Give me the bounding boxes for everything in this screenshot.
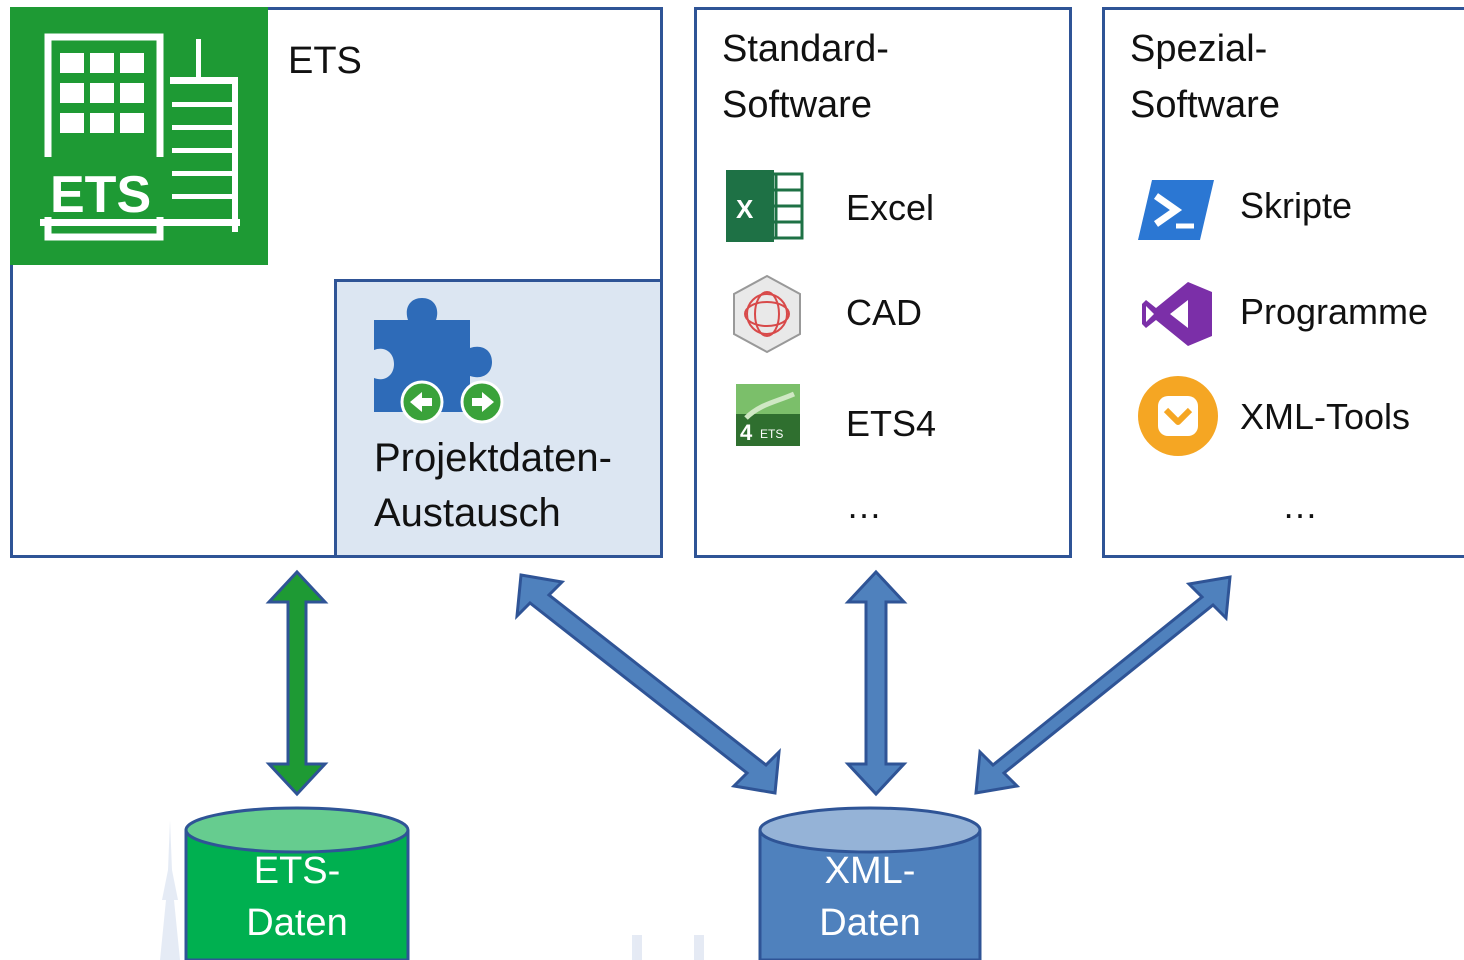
svg-text:ETS: ETS — [760, 427, 783, 441]
special-xml-arrow — [974, 575, 1232, 795]
xml-database-cylinder — [758, 806, 982, 960]
svg-text:4: 4 — [740, 420, 753, 445]
standard-xml-arrow — [844, 569, 908, 797]
puzzle-exchange-icon — [370, 290, 510, 425]
standard-item-excel: Excel — [846, 187, 935, 228]
exchange-xml-arrow — [515, 573, 781, 795]
special-more: … — [1282, 485, 1318, 526]
special-item-xml-tools: XML-Tools — [1240, 396, 1411, 437]
xml-data-label-line2: Daten — [819, 902, 921, 944]
svg-text:X: X — [736, 194, 754, 224]
exchange-label-line2: Austausch — [374, 491, 561, 535]
ets-data-label-line1: ETS- — [253, 850, 341, 892]
ets-data-label-line2: Daten — [246, 902, 348, 944]
xml-data-label-line1: XML- — [824, 850, 916, 892]
standard-title-line2: Software — [722, 84, 872, 126]
standard-title-line1: Standard- — [722, 28, 889, 70]
ets-logo-icon: ETS — [10, 7, 268, 265]
standard-item-ets4: ETS4 — [846, 403, 937, 444]
ets-box-title: ETS — [288, 40, 362, 82]
special-item-skripte: Skripte — [1240, 185, 1353, 226]
special-software-box — [1102, 7, 1464, 558]
xml-data-label: XML- Daten — [770, 845, 970, 949]
powershell-icon — [1136, 178, 1216, 242]
excel-icon: X — [724, 168, 808, 244]
ets4-icon: 4 ETS — [736, 384, 800, 446]
standard-item-cad: CAD — [846, 292, 923, 333]
ets-data-label: ETS- Daten — [196, 845, 398, 949]
cad-icon — [730, 272, 804, 356]
svg-text:ETS: ETS — [50, 166, 151, 224]
visual-studio-icon — [1140, 280, 1214, 348]
special-item-programme: Programme — [1240, 291, 1429, 332]
standard-more: … — [846, 485, 882, 526]
xml-tools-icon — [1138, 376, 1218, 456]
ets-database-cylinder — [184, 806, 410, 960]
special-title-line1: Spezial- — [1130, 28, 1268, 70]
exchange-label-line1: Projektdaten- — [374, 436, 612, 480]
special-title-line2: Software — [1130, 84, 1280, 126]
ets-data-arrow — [265, 569, 329, 797]
